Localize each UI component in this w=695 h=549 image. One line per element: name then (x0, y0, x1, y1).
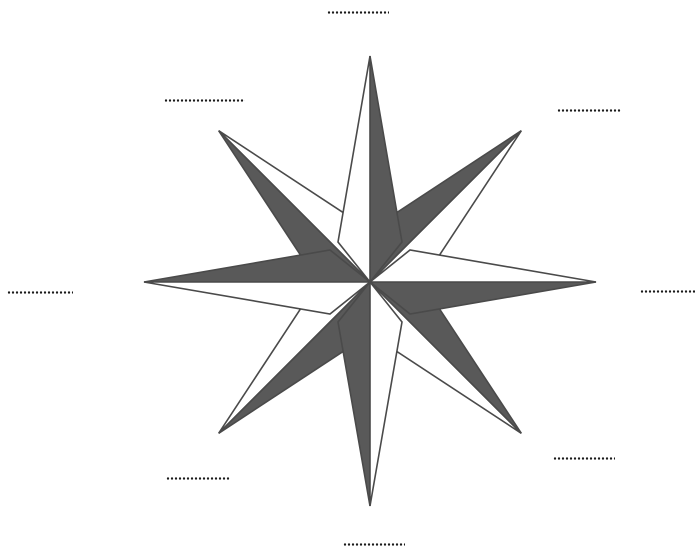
blank-label-east (640, 290, 695, 293)
east-point-right-half (370, 282, 596, 314)
south-point-right-half (338, 282, 370, 506)
blank-label-southwest (166, 477, 230, 480)
south-point-left-half (370, 282, 402, 506)
north-point-right-half (370, 56, 402, 282)
north-point-left-half (338, 56, 370, 282)
blank-label-southeast (553, 457, 615, 460)
blank-label-northwest (164, 99, 245, 102)
east-point-left-half (370, 250, 596, 282)
west-point-left-half (144, 282, 370, 314)
blank-label-north (327, 11, 389, 14)
west-point-right-half (144, 250, 370, 282)
blank-label-northeast (557, 109, 621, 112)
blank-label-west (7, 291, 73, 294)
cardinal-points (144, 56, 596, 506)
blank-label-south (343, 543, 405, 546)
